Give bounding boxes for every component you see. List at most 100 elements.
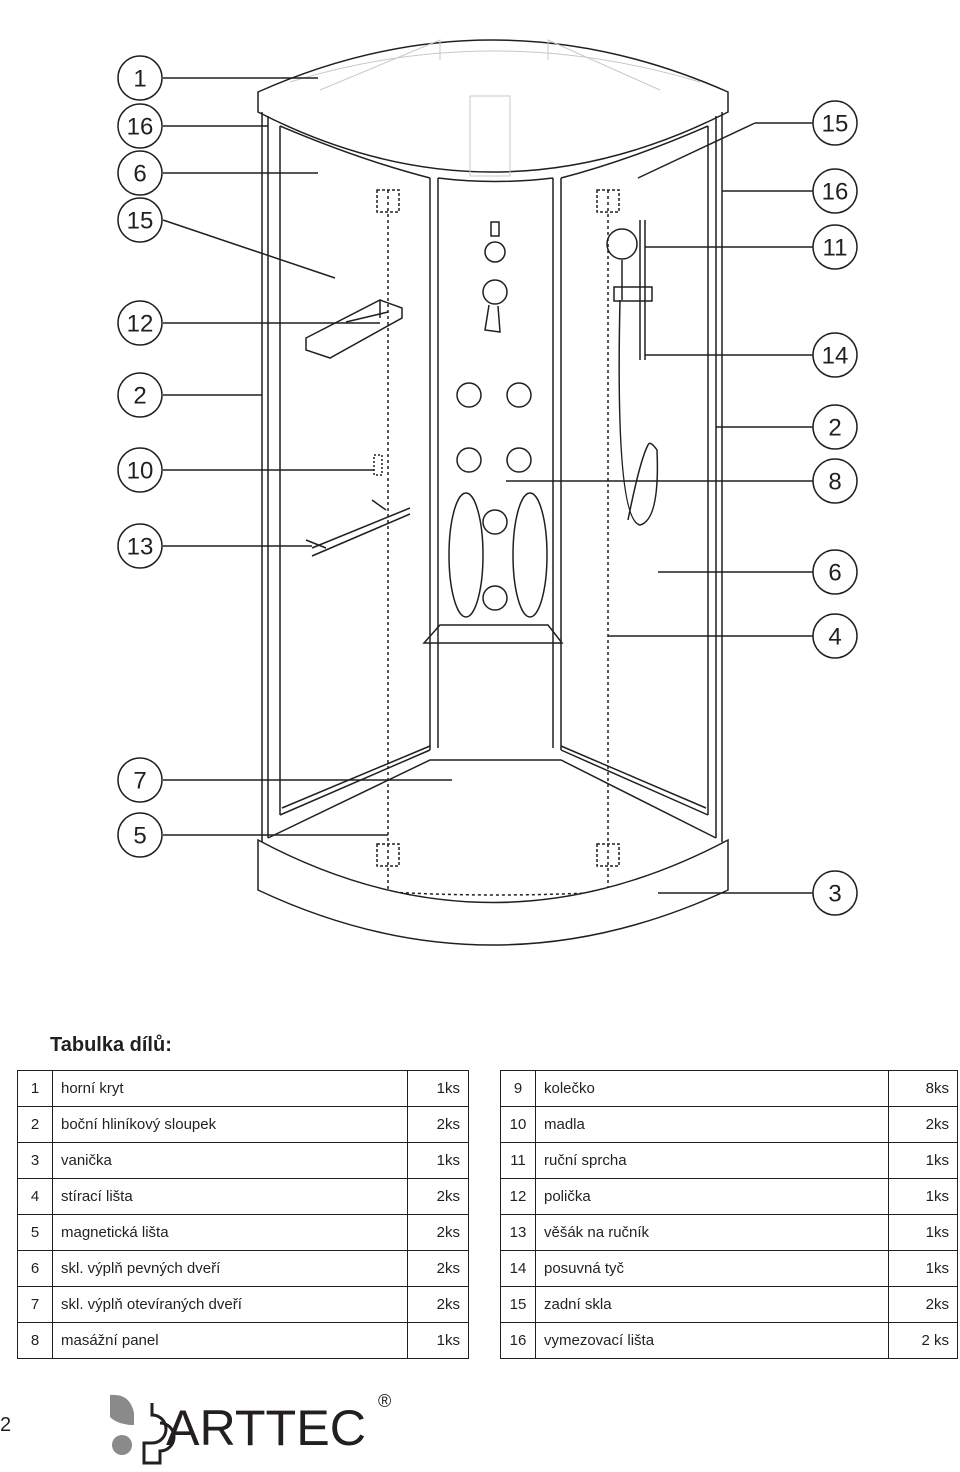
callout-marker (117, 300, 163, 346)
part-number: 6 (17, 1250, 53, 1287)
callout-label: 15 (822, 111, 849, 138)
callout-marker (117, 103, 163, 149)
callout-label: 11 (823, 235, 848, 262)
callout-marker (117, 812, 163, 858)
part-qty: 1ks (407, 1142, 469, 1179)
part-name: polička (535, 1178, 889, 1215)
part-number: 13 (500, 1214, 536, 1251)
part-name: masážní panel (52, 1322, 408, 1359)
logo-wordmark: ARTTEC (166, 1400, 366, 1456)
callout-label: 13 (127, 534, 154, 561)
left-column (261, 112, 269, 842)
part-number: 7 (17, 1286, 53, 1323)
callout-marker (812, 613, 858, 659)
part-qty: 1ks (407, 1322, 469, 1359)
callout-label: 5 (133, 823, 146, 850)
towel-hanger (305, 499, 411, 557)
part-name: madla (535, 1106, 889, 1143)
callout-label: 6 (828, 560, 841, 587)
callout-marker (812, 870, 858, 916)
part-name: zadní skla (535, 1286, 889, 1323)
callout-marker (117, 447, 163, 493)
callout-marker (812, 224, 858, 270)
right-column (715, 112, 723, 842)
part-qty: 2ks (407, 1214, 469, 1251)
part-qty: 2ks (407, 1178, 469, 1215)
callout-label: 3 (828, 881, 841, 908)
callout-marker (117, 150, 163, 196)
part-qty: 1ks (888, 1178, 958, 1215)
part-number: 8 (17, 1322, 53, 1359)
callout-marker (812, 549, 858, 595)
part-qty: 2ks (407, 1250, 469, 1287)
part-qty: 2ks (407, 1286, 469, 1323)
part-name: stírací lišta (52, 1178, 408, 1215)
callout-label: 10 (127, 458, 154, 485)
part-qty: 2ks (407, 1106, 469, 1143)
part-name: horní kryt (52, 1070, 408, 1107)
callout-label: 4 (828, 624, 841, 651)
part-qty: 1ks (888, 1214, 958, 1251)
callout-marker (117, 55, 163, 101)
callout-marker (812, 100, 858, 146)
callout-label: 12 (127, 311, 154, 338)
part-name: skl. výplň pevných dveří (52, 1250, 408, 1287)
part-qty: 1ks (407, 1070, 469, 1107)
back-panel (429, 178, 562, 750)
part-qty: 2ks (888, 1106, 958, 1143)
callout-marker (117, 372, 163, 418)
callout-marker (117, 523, 163, 569)
part-number: 3 (17, 1142, 53, 1179)
callout-label: 6 (133, 161, 146, 188)
part-name: magnetická lišta (52, 1214, 408, 1251)
part-number: 9 (500, 1070, 536, 1107)
top-cover (257, 39, 729, 173)
callout-marker (812, 404, 858, 450)
callout-label: 14 (822, 343, 849, 370)
logo-mark-icon (110, 1394, 134, 1455)
callout-label: 7 (133, 768, 146, 795)
part-number: 15 (500, 1286, 536, 1323)
part-number: 12 (500, 1178, 536, 1215)
callout-label: 16 (127, 114, 154, 141)
part-number: 14 (500, 1250, 536, 1287)
parts-table-title: Tabulka dílů: (50, 1034, 172, 1056)
part-name: kolečko (535, 1070, 889, 1107)
part-name: vymezovací lišta (535, 1322, 889, 1359)
part-name: vanička (52, 1142, 408, 1179)
part-name: posuvná tyč (535, 1250, 889, 1287)
page-number: 2 (0, 1414, 12, 1436)
shower-enclosure-diagram: 1 16 6 15 12 2 10 13 7 5 15 16 11 14 2 8… (117, 39, 858, 946)
callout-label: 2 (828, 415, 841, 442)
callout-marker (812, 332, 858, 378)
part-qty: 1ks (888, 1250, 958, 1287)
callout-marker (117, 757, 163, 803)
callout-label: 1 (133, 66, 146, 93)
part-number: 4 (17, 1178, 53, 1215)
part-number: 11 (500, 1142, 536, 1179)
callout-label: 16 (822, 179, 849, 206)
part-qty: 1ks (888, 1142, 958, 1179)
callout-label: 15 (127, 208, 154, 235)
callout-marker (812, 168, 858, 214)
part-qty: 2ks (888, 1286, 958, 1323)
part-number: 2 (17, 1106, 53, 1143)
part-name: skl. výplň otevíraných dveří (52, 1286, 408, 1323)
registered-mark-icon: ® (378, 1391, 391, 1411)
